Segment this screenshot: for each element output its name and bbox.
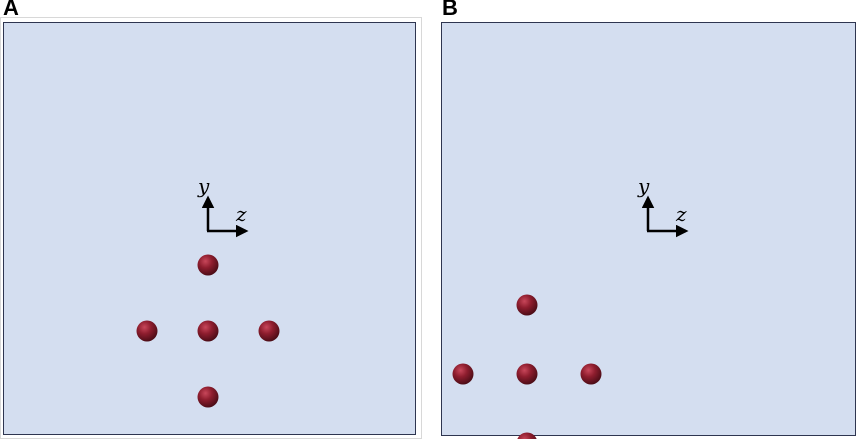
panel-b-particle-top [516, 294, 538, 316]
panel-a-simulation-box [3, 22, 416, 435]
panel-a-particle-top [197, 254, 219, 276]
panel-a-particle-left [136, 320, 158, 342]
panel-b-z-axis-label: z [675, 202, 687, 226]
panel-b-particle-center [516, 363, 538, 385]
panel-b-y-axis-label: y [637, 174, 650, 198]
panel-b-axes-triad: y z [637, 174, 689, 238]
panel-b-particle-bottom [517, 432, 537, 439]
panel-a-z-axis-label: z [235, 202, 247, 226]
panel-a-axes-triad: y z [197, 174, 249, 238]
panel-a-particle-cluster [136, 254, 280, 408]
panel-b-label: B [442, 0, 458, 20]
panel-b-particle-cluster [452, 294, 602, 439]
panel-b-particle-right [580, 363, 602, 385]
panel-b-particle-left [452, 363, 474, 385]
panel-a-particle-right [258, 320, 280, 342]
panel-a-particle-bottom [197, 386, 219, 408]
panel-a-particle-center [197, 320, 219, 342]
panel-a-label: A [3, 0, 19, 20]
panel-a-y-axis-label: y [197, 174, 210, 198]
